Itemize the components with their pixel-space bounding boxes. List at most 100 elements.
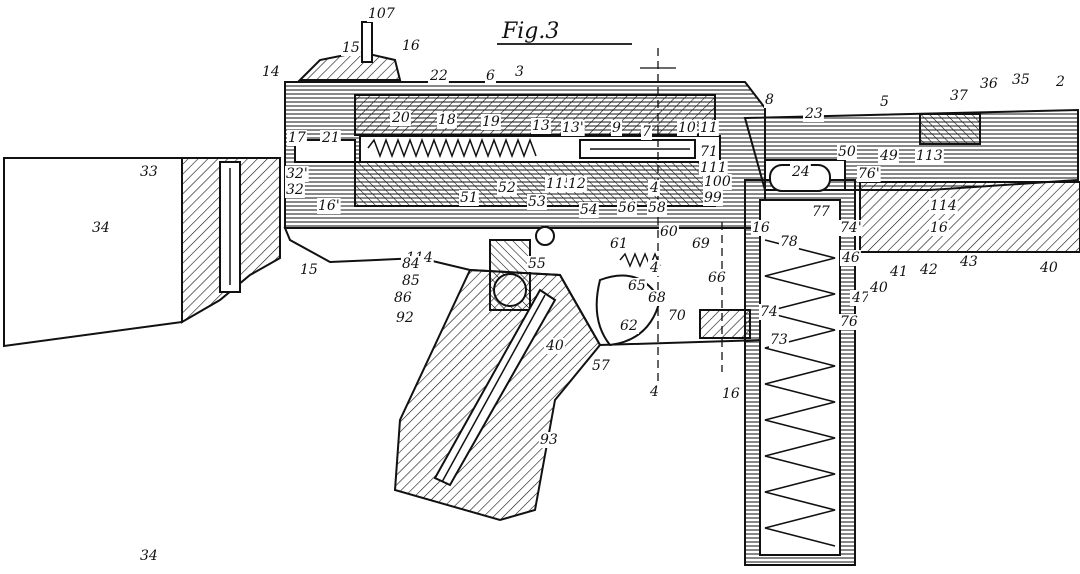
reference-numeral-backdrop [803,106,824,122]
stock [3,157,281,348]
section-lines [640,48,723,395]
reference-numeral: 84 [402,256,420,272]
reference-numeral-backdrop [659,224,679,240]
reference-numeral: 34 [140,548,158,564]
reference-numeral: 65 [628,278,646,294]
reference-numeral: 40 [869,280,888,296]
reference-numeral: 2 [1055,74,1065,90]
reference-numeral-backdrop [617,200,637,216]
reference-numeral: 47 [851,290,870,306]
magazine [744,164,856,566]
reference-numeral: 78 [780,234,798,250]
reference-numeral: 49 [879,148,898,164]
reference-numeral-backdrop [691,236,711,252]
reference-numeral: 55 [528,256,546,272]
reference-numeral: 43 [959,254,978,270]
reference-numeral: 16 [752,220,770,236]
reference-numeral: 61 [610,236,628,252]
reference-numeral: 11 [700,120,718,136]
reference-numeral: 50 [838,144,856,160]
reference-numeral-backdrop [261,64,281,80]
reference-numeral: 51 [460,190,478,206]
reference-numeral-backdrop [287,130,307,146]
reference-numeral-backdrop [769,332,789,348]
reference-numeral-backdrop [779,234,799,250]
reference-numeral-backdrop [647,200,667,216]
reference-numeral: 115 [546,176,573,192]
reference-numeral-backdrop [648,180,660,196]
reference-numeral-backdrop [703,174,732,190]
reference-numeral: 111 [700,160,727,176]
reference-numeral-backdrop [390,110,411,126]
reference-numeral: 4 [649,180,659,196]
reference-numeral-backdrop [627,278,647,294]
reference-numeral-backdrop [514,64,525,80]
reference-numeral: 23 [804,106,823,122]
reference-numeral: 66 [708,270,726,286]
reference-numeral-backdrop [139,164,159,180]
reference-numeral-backdrop [699,144,719,160]
reference-numeral-backdrop [393,290,413,306]
reference-numeral-backdrop [850,290,871,306]
reference-numeral-backdrop [839,314,859,330]
reference-numeral: 60 [660,224,678,240]
reference-numeral: 41 [889,264,908,280]
reference-numeral: 36 [980,76,998,92]
reference-numeral: 33 [140,164,158,180]
reference-numeral-backdrop [91,220,111,236]
reference-numeral-backdrop [958,254,979,270]
reference-numeral-backdrop [497,180,517,196]
reference-numeral: 114 [930,198,957,214]
reference-numeral-backdrop [918,262,939,278]
reference-numeral: 20 [391,110,410,126]
reference-numeral: 107 [368,6,395,22]
reference-numeral-backdrop [648,260,660,276]
reference-numeral-backdrop [878,148,899,164]
reference-numeral-backdrop [367,6,396,22]
reference-numeral-backdrop [811,204,831,220]
reference-numeral-backdrop [591,358,611,374]
reference-numeral: 22 [429,68,448,84]
reference-numeral-backdrop [317,198,341,214]
reference-numeral-backdrop [929,220,949,236]
reference-numeral-backdrop [139,548,159,564]
reference-numeral: 34 [92,220,110,236]
reference-numeral-backdrop [979,76,999,92]
reference-numeral: 8 [765,92,774,108]
pistol-grip [393,268,602,522]
reference-numeral-backdrop [527,256,547,272]
reference-numeral-backdrop [428,68,449,84]
reference-numeral-backdrop [868,280,889,296]
reference-numeral: 16 [930,220,948,236]
reference-numeral-backdrop [611,120,622,136]
reference-numeral: 35 [1012,72,1030,88]
reference-numeral-backdrop [667,308,687,324]
reference-numeral-backdrop [539,432,559,448]
reference-numeral: 24 [791,164,810,180]
reference-numeral: 12 [568,176,586,192]
reference-numeral: 16' [318,198,340,214]
reference-numeral-backdrop [647,290,667,306]
reference-numeral: 76' [858,166,880,182]
reference-numeral-backdrop [790,164,811,180]
reference-numeral: 18 [438,112,456,128]
reference-numeral-backdrop [929,198,958,214]
reference-numeral: 56 [618,200,636,216]
rear-sight [297,21,402,81]
reference-numeral-backdrop [839,220,863,236]
reference-numeral: 73 [770,332,788,348]
reference-numeral: 4 [649,260,659,276]
reference-numeral: 93 [540,432,558,448]
reference-numeral: 46 [841,250,860,266]
reference-numeral-backdrop [759,304,779,320]
reference-numeral-backdrop [1011,72,1031,88]
reference-numeral-backdrop [609,236,629,252]
reference-numeral-backdrop [879,94,890,110]
reference-numeral: 69 [692,236,710,252]
reference-numeral-backdrop [641,124,652,140]
reference-numeral-backdrop [1038,260,1059,276]
reference-numeral-backdrop [888,264,909,280]
reference-numeral-backdrop [545,176,574,192]
reference-numeral-backdrop [699,160,728,176]
